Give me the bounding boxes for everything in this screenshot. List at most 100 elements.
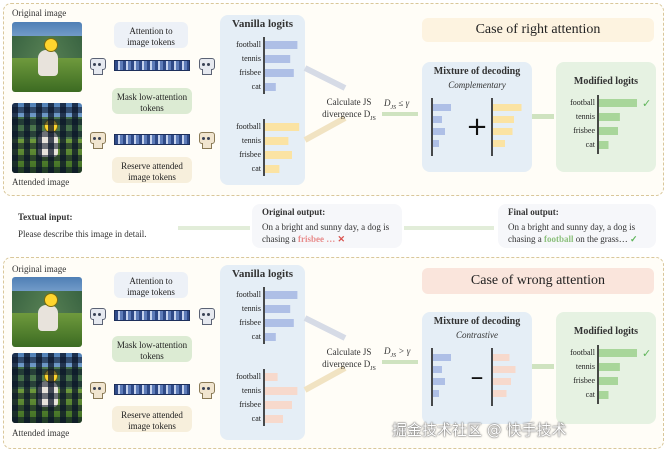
top-robot-icon-2 (196, 55, 216, 75)
top-vanilla-lower-bar-cat (265, 165, 280, 173)
top-vanilla-title: Vanilla logits (231, 18, 294, 30)
top-vanilla-lower-label-tennis: tennis (242, 136, 261, 145)
bottom-mask-label: Mask low-attention tokens (112, 336, 192, 362)
watermark: 掘金技术社区 @ 快手技术 (392, 421, 567, 439)
top-attended-image (12, 103, 82, 173)
bottom-mod-check-icon: ✓ (642, 347, 651, 360)
bottom-mix-operator: – (471, 362, 484, 392)
original-output-line1: On a bright and sunny day, a dog is (262, 222, 390, 232)
bottom-mix-right-bar-frisbee (493, 378, 511, 385)
top-mix-right-bar-football (493, 104, 522, 111)
top-mixture-title: Mixture of decoding (433, 66, 521, 77)
bottom-vanilla-lower-bar-frisbee (265, 401, 292, 409)
top-vanilla-upper-bar-tennis (265, 55, 291, 63)
top-image-tokens-lower (114, 134, 190, 145)
bottom-calc-line2: divergence D (322, 358, 371, 369)
final-output-suffix: on the grass… (573, 234, 628, 244)
top-mix-operator: + (466, 112, 488, 142)
bottom-calc-sub: JS (370, 365, 376, 372)
top-vanilla-upper-label-tennis: tennis (242, 54, 261, 63)
bottom-attended-image (12, 353, 82, 423)
top-vanilla-lower-bar-tennis (265, 137, 289, 145)
bottom-mix-right-bar-football (493, 354, 510, 361)
top-reserve-label: Reserve attended image tokens (112, 157, 192, 183)
textual-input-label: Textual input: (18, 212, 73, 222)
bottom-vanilla-upper-label-cat: cat (252, 332, 262, 341)
top-vanilla-chart: footballtennisfrisbeecatfootballtennisfr… (236, 37, 300, 176)
top-vanilla-lower-label-cat: cat (252, 164, 262, 173)
bottom-attended-image-label: Attended image (12, 428, 70, 438)
bottom-calc-label: Calculate JS divergence DJS (312, 347, 386, 373)
top-original-image-label: Original image (12, 8, 67, 18)
top-mod-bar-football (599, 99, 637, 107)
middle-arrow-1 (178, 226, 250, 230)
top-condition-arrow (382, 112, 418, 116)
top-mod-label-football: football (570, 98, 596, 107)
bottom-mod-bar-frisbee (599, 377, 618, 385)
top-mix-left-bar-football (433, 104, 451, 111)
top-image-tokens-upper (114, 60, 190, 71)
bottom-mixture-sub: Contrastive (456, 330, 498, 340)
bottom-case-title: Case of wrong attention (422, 268, 654, 294)
bottom-vanilla-upper-label-frisbee: frisbee (239, 318, 261, 327)
check-icon: ✓ (630, 234, 638, 244)
top-mod-label-cat: cat (586, 140, 596, 149)
bottom-vanilla-lower-bar-tennis (265, 387, 298, 395)
top-vanilla-upper-label-football: football (236, 40, 262, 49)
bottom-vanilla-lower-label-tennis: tennis (242, 386, 261, 395)
top-robot-icon-3 (87, 129, 107, 149)
final-output-label: Final output: (508, 207, 559, 217)
bottom-mod-label-football: football (570, 348, 596, 357)
bottom-robot-icon-1 (87, 305, 107, 325)
top-condition: DJS ≤ γ (384, 98, 409, 111)
bottom-condition-d: D (384, 346, 391, 356)
original-output-panel (252, 204, 402, 248)
bottom-reserve-label: Reserve attended image tokens (112, 406, 192, 432)
top-attention-label: Attention to image tokens (114, 22, 188, 48)
top-vanilla-upper-bar-cat (265, 83, 276, 91)
bottom-mixture-title: Mixture of decoding (433, 316, 521, 327)
bottom-mix-left-bar-frisbee (433, 378, 445, 385)
bottom-robot-icon-3 (87, 379, 107, 399)
bottom-calc-line1: Calculate JS (326, 347, 372, 357)
bottom-vanilla-upper-bar-tennis (265, 305, 291, 313)
final-output-line2: chasing a football on the grass… ✓ (508, 234, 638, 245)
top-case-title: Case of right attention (422, 18, 654, 42)
bottom-vanilla-upper-bar-frisbee (265, 319, 294, 327)
bottom-mix-right-bar-tennis (493, 366, 516, 373)
bottom-original-image (12, 277, 82, 347)
top-vanilla-lower-label-frisbee: frisbee (239, 150, 261, 159)
top-calc-label: Calculate JS divergence DJS (312, 97, 386, 123)
top-mix-right-bar-tennis (493, 116, 514, 123)
bottom-mixture-chart: – (431, 348, 516, 406)
bottom-mix-left-bar-tennis (433, 366, 442, 373)
bottom-mod-bar-football (599, 349, 637, 357)
bottom-mix-left-bar-cat (433, 390, 439, 397)
textual-input-value: Please describe this image in detail. (18, 229, 147, 239)
bottom-modified-title: Modified logits (573, 326, 639, 337)
top-condition-sub: JS (390, 104, 397, 111)
bottom-vanilla-chart: footballtennisfrisbeecatfootballtennisfr… (236, 287, 298, 426)
top-modified-title: Modified logits (573, 76, 639, 87)
bottom-to-modified-arrow (532, 364, 554, 369)
top-mixture-chart: + (431, 98, 522, 156)
top-vanilla-lower-label-football: football (236, 122, 262, 131)
cross-icon: ✕ (337, 234, 346, 244)
bottom-modified-chart: football tennis frisbee cat ✓ (570, 345, 651, 404)
bottom-robot-icon-2 (196, 305, 216, 325)
bottom-mod-label-tennis: tennis (576, 362, 595, 371)
top-condition-d: D (384, 98, 391, 108)
top-vanilla-upper-label-cat: cat (252, 82, 262, 91)
top-original-image (12, 22, 82, 92)
top-mod-bar-cat (599, 141, 609, 149)
top-mask-label: Mask low-attention tokens (112, 88, 192, 114)
top-mix-left-bar-cat (433, 140, 439, 147)
bottom-mod-label-cat: cat (586, 390, 596, 399)
bottom-attention-label: Attention to image tokens (114, 272, 188, 298)
bottom-vanilla-lower-bar-football (265, 373, 278, 381)
top-robot-icon-1 (87, 55, 107, 75)
top-to-modified-arrow (532, 114, 554, 119)
bottom-condition-arrow (382, 360, 418, 364)
top-mod-check-icon: ✓ (642, 97, 651, 110)
bottom-mod-label-frisbee: frisbee (573, 376, 595, 385)
